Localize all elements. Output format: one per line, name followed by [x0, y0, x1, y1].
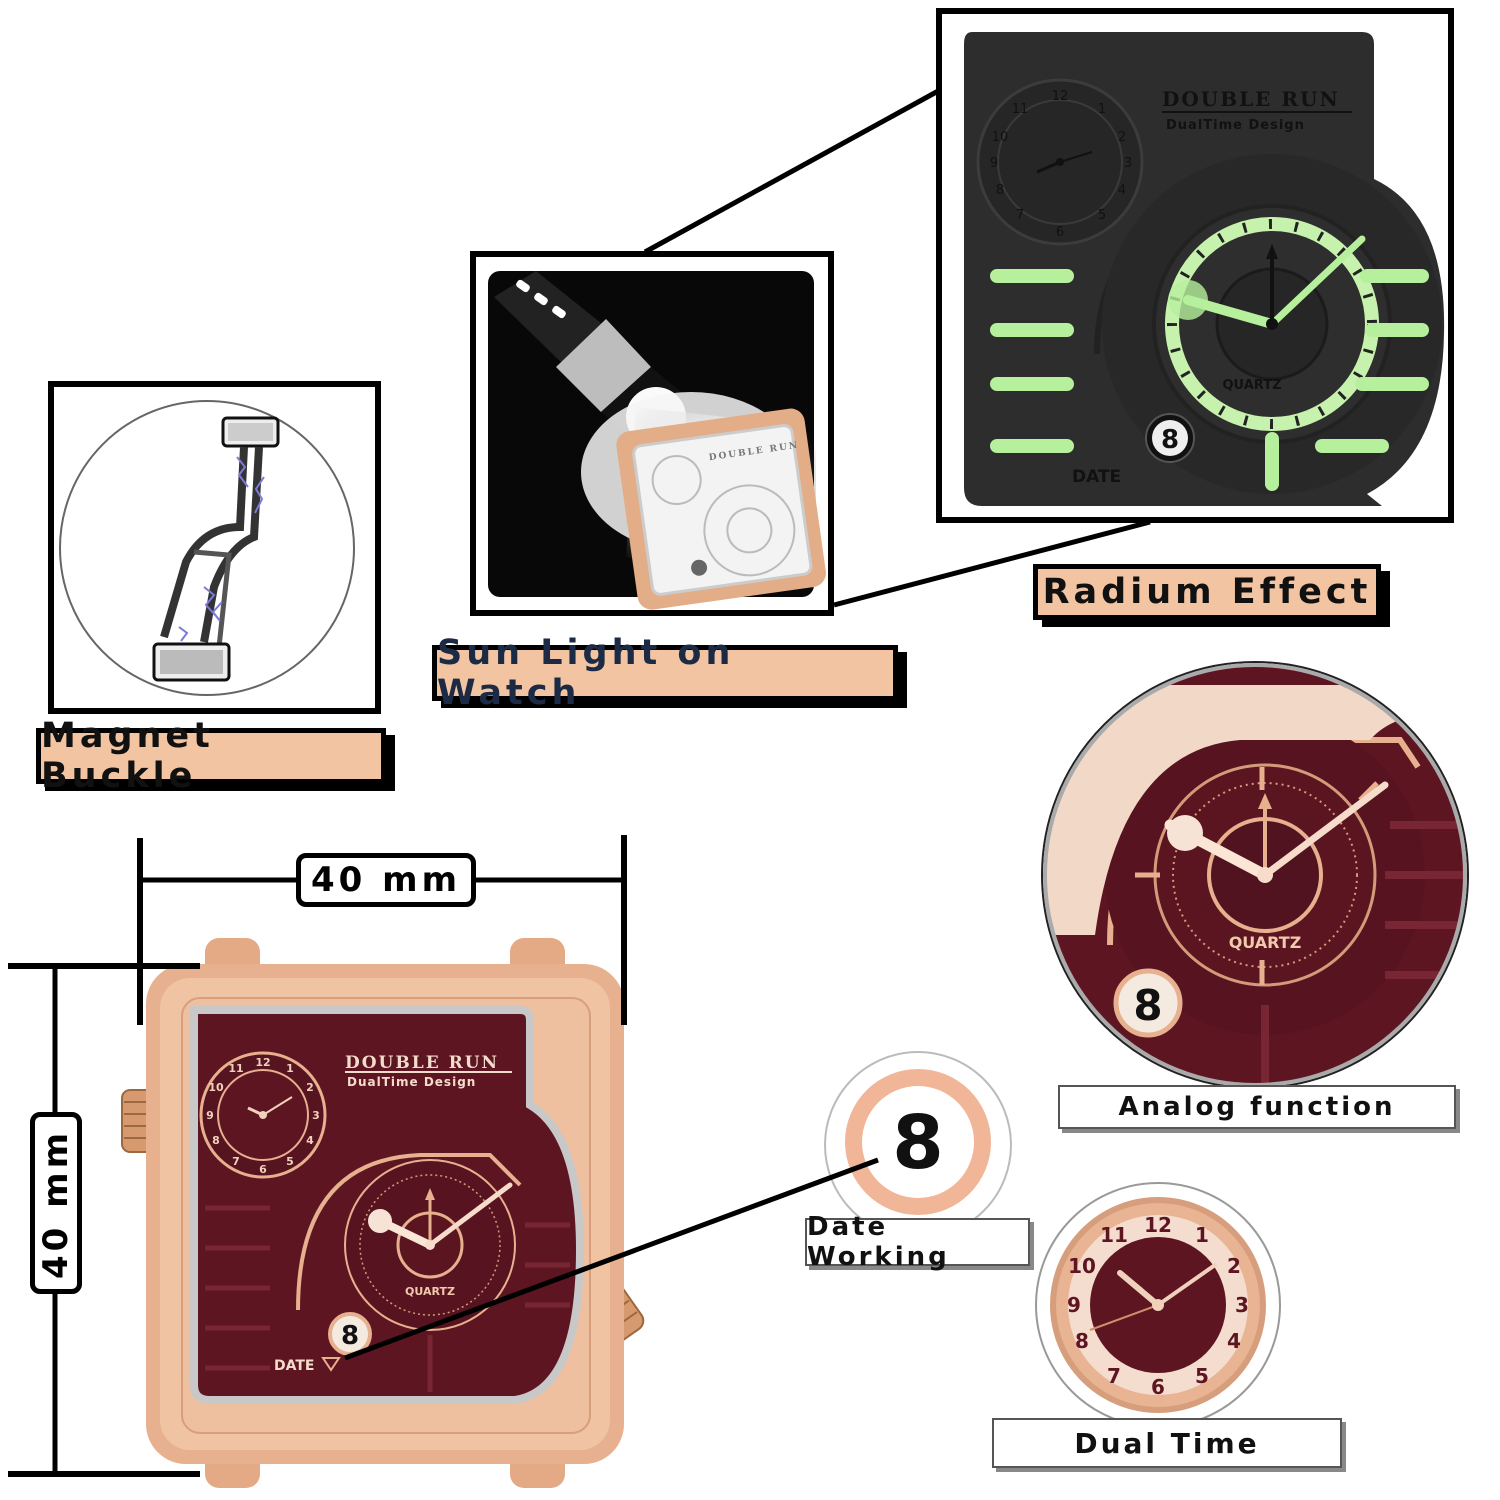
sunlight-label: Sun Light on Watch [432, 633, 898, 713]
analog-function-label: Analog function [1058, 1085, 1456, 1129]
magnet-buckle-frame [48, 381, 381, 714]
svg-text:5: 5 [286, 1155, 294, 1168]
radium-effect-label: Radium Effect [1033, 564, 1381, 620]
svg-text:6: 6 [1151, 1375, 1165, 1399]
svg-text:10: 10 [1068, 1254, 1096, 1278]
radium-date-label: DATE [1072, 467, 1121, 487]
analog-date-number: 8 [1133, 981, 1162, 1030]
radium-tagline: DualTime Design [1166, 118, 1305, 133]
width-dimension-label: 40 mm [296, 853, 476, 907]
sunlight-frame: DOUBLE RUN [470, 251, 834, 616]
svg-text:8: 8 [996, 183, 1004, 198]
svg-text:7: 7 [1107, 1364, 1121, 1388]
analog-function-image: QUARTZ 8 [1041, 661, 1469, 1089]
svg-text:6: 6 [1056, 225, 1064, 240]
svg-text:4: 4 [1118, 183, 1126, 198]
radium-date-number: 8 [1161, 425, 1179, 455]
svg-text:4: 4 [306, 1134, 314, 1147]
svg-text:8: 8 [1075, 1329, 1089, 1353]
main-watch-date-number: 8 [341, 1321, 359, 1351]
svg-text:5: 5 [1098, 208, 1106, 223]
date-working-number: 8 [892, 1100, 944, 1186]
svg-text:2: 2 [1118, 130, 1126, 145]
svg-text:11: 11 [1100, 1223, 1128, 1247]
svg-text:11: 11 [228, 1062, 243, 1075]
date-working-label: Date Working [805, 1212, 1030, 1272]
main-watch-tagline: DualTime Design [347, 1075, 476, 1089]
radium-brand: DOUBLE RUN [1162, 87, 1340, 111]
svg-text:1: 1 [286, 1062, 294, 1075]
svg-text:9: 9 [206, 1109, 214, 1122]
sunlight-image: DOUBLE RUN [488, 271, 826, 610]
magnet-buckle-image [59, 400, 355, 696]
svg-text:2: 2 [1227, 1254, 1241, 1278]
svg-text:10: 10 [208, 1081, 224, 1094]
svg-text:4: 4 [1227, 1329, 1241, 1353]
svg-text:10: 10 [992, 130, 1009, 145]
svg-text:11: 11 [1012, 102, 1029, 117]
svg-text:12: 12 [1144, 1213, 1172, 1237]
svg-text:6: 6 [259, 1163, 267, 1176]
svg-text:1: 1 [1098, 102, 1106, 117]
svg-text:3: 3 [1124, 156, 1132, 171]
svg-text:9: 9 [990, 156, 998, 171]
svg-text:2: 2 [306, 1081, 314, 1094]
svg-text:7: 7 [1016, 208, 1024, 223]
height-dimension-text: 40 mm [36, 1129, 76, 1280]
svg-text:12: 12 [1052, 89, 1069, 104]
svg-text:3: 3 [1235, 1293, 1249, 1317]
svg-text:7: 7 [232, 1155, 240, 1168]
magnet-buckle-label: Magnet Buckle [36, 716, 386, 796]
main-watch-brand: DOUBLE RUN [345, 1053, 499, 1073]
analog-quartz-text: QUARTZ [1229, 933, 1302, 952]
svg-text:5: 5 [1195, 1364, 1209, 1388]
height-dimension-label [30, 1112, 82, 1294]
svg-text:3: 3 [312, 1109, 320, 1122]
svg-text:12: 12 [255, 1056, 270, 1069]
svg-text:1: 1 [1195, 1223, 1209, 1247]
svg-text:8: 8 [212, 1134, 220, 1147]
dual-time-label: Dual Time [992, 1418, 1342, 1468]
svg-text:9: 9 [1067, 1293, 1081, 1317]
main-watch-quartz: QUARTZ [405, 1285, 455, 1298]
main-watch-date-label: DATE [274, 1358, 314, 1374]
radium-quartz-text: QUARTZ [1223, 378, 1282, 393]
